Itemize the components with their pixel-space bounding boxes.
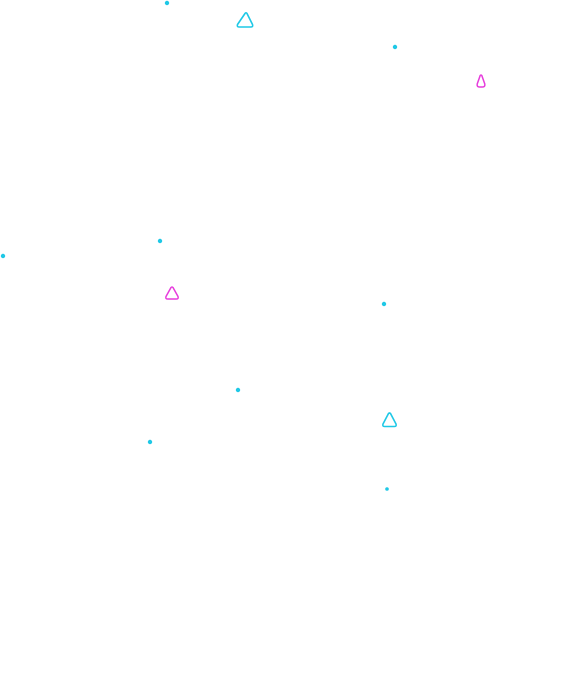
- cyan-dot: [392, 44, 398, 50]
- cyan-dot: [147, 439, 153, 445]
- cyan-dot: [164, 0, 170, 6]
- cyan-dot: [235, 387, 241, 393]
- magenta-triangle-outline: [476, 74, 486, 88]
- cyan-dot: [0, 253, 6, 259]
- magenta-triangle-outline: [165, 286, 179, 300]
- cyan-dot: [381, 301, 387, 307]
- cyan-dot: [385, 487, 389, 491]
- cyan-triangle-outline: [381, 412, 398, 428]
- cyan-dot: [157, 238, 163, 244]
- cyan-triangle-outline: [236, 11, 254, 28]
